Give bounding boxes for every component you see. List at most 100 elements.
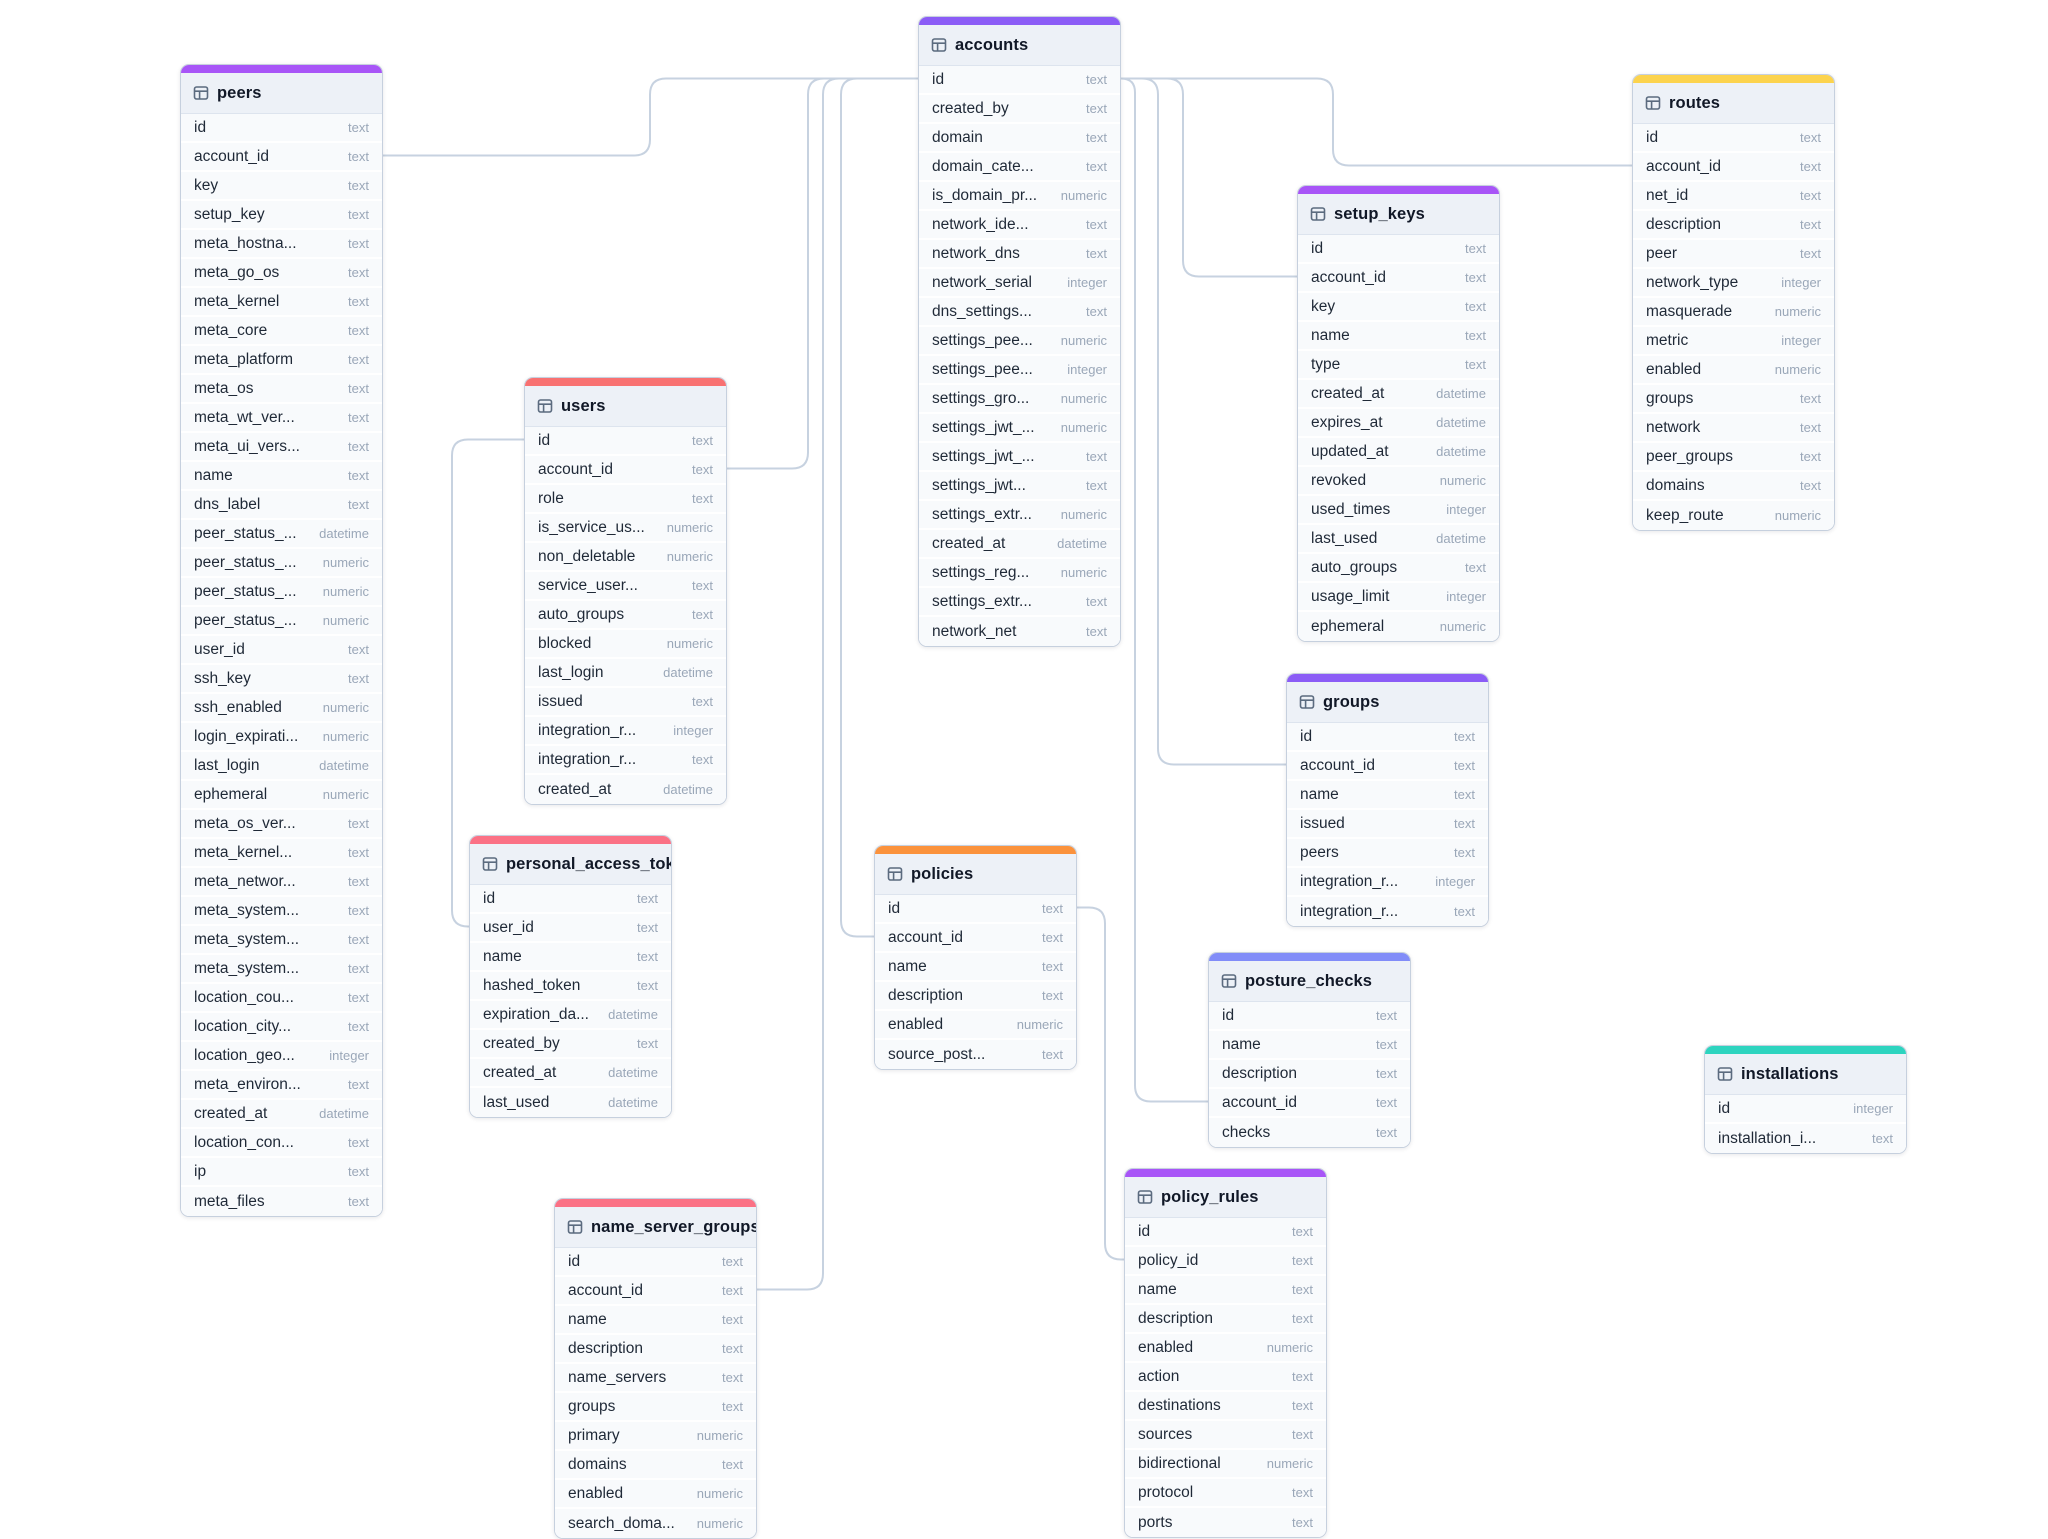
table-row[interactable]: peer_status_...numeric [181,578,382,607]
table-row[interactable]: integration_r...text [1287,897,1488,926]
table-row[interactable]: meta_system...text [181,897,382,926]
table-row[interactable]: meta_os_ver...text [181,810,382,839]
table-row[interactable]: meta_wt_ver...text [181,404,382,433]
table-row[interactable]: integration_r...text [525,746,726,775]
table-row[interactable]: meta_networ...text [181,868,382,897]
table-row[interactable]: location_cou...text [181,984,382,1013]
table-row[interactable]: peer_status_...numeric [181,549,382,578]
table-row[interactable]: expiration_da...datetime [470,1001,671,1030]
table-row[interactable]: location_city...text [181,1013,382,1042]
table-header[interactable]: installations [1705,1054,1906,1095]
table-header[interactable]: routes [1633,83,1834,124]
table-row[interactable]: settings_jwt...text [919,472,1120,501]
table-row[interactable]: search_doma...numeric [555,1509,756,1538]
table-row[interactable]: meta_system...text [181,926,382,955]
table-row[interactable]: domain_cate...text [919,153,1120,182]
table-header[interactable]: peers [181,73,382,114]
table-row[interactable]: settings_jwt_...numeric [919,414,1120,443]
table-row[interactable]: dns_settings...text [919,298,1120,327]
table-row[interactable]: peer_status_...datetime [181,520,382,549]
table-row[interactable]: is_service_us...numeric [525,514,726,543]
table-row[interactable]: settings_pee...numeric [919,327,1120,356]
table-header[interactable]: policy_rules [1125,1177,1326,1218]
table-row[interactable]: integration_r...integer [525,717,726,746]
table-row[interactable]: login_expirati...numeric [181,723,382,752]
table-header[interactable]: posture_checks [1209,961,1410,1002]
table-personal_access_tokens[interactable]: personal_access_tokensidtextuser_idtextn… [469,835,672,1118]
table-header[interactable]: accounts [919,25,1120,66]
table-row[interactable]: source_post...text [875,1040,1076,1069]
table-row[interactable]: settings_reg...numeric [919,559,1120,588]
table-header[interactable]: groups [1287,682,1488,723]
table-row[interactable]: is_domain_pr...numeric [919,182,1120,211]
table-row[interactable]: settings_extr...text [919,588,1120,617]
